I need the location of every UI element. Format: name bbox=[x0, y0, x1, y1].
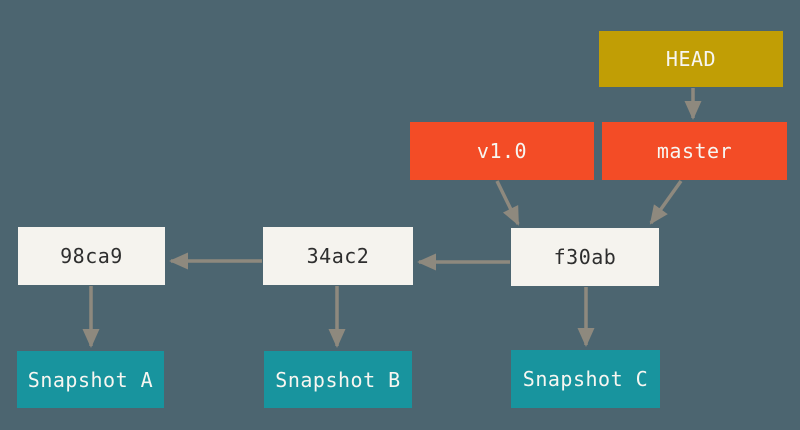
snapshot-box-c: Snapshot C bbox=[511, 350, 660, 408]
branch-box-master: master bbox=[602, 122, 787, 180]
commit-label-f30ab: f30ab bbox=[553, 245, 617, 269]
snapshot-label-c: Snapshot C bbox=[522, 367, 649, 391]
tag-label-v1-0: v1.0 bbox=[476, 139, 528, 163]
snapshot-label-b: Snapshot B bbox=[275, 367, 401, 392]
commit-box-f30ab: f30ab bbox=[511, 228, 659, 286]
commit-label-98ca9: 98ca9 bbox=[60, 244, 123, 268]
commit-box-98ca9: 98ca9 bbox=[18, 227, 165, 285]
tag-box-v1-0: v1.0 bbox=[410, 122, 594, 180]
snapshot-box-a: Snapshot A bbox=[17, 351, 164, 408]
arrow-v1-0-to-f30ab bbox=[495, 180, 520, 226]
head-pointer-label: HEAD bbox=[665, 47, 717, 71]
commit-label-34ac2: 34ac2 bbox=[306, 244, 370, 268]
commit-box-34ac2: 34ac2 bbox=[263, 227, 413, 285]
head-pointer-box: HEAD bbox=[599, 31, 783, 87]
snapshot-box-b: Snapshot B bbox=[264, 351, 412, 408]
snapshot-label-a: Snapshot A bbox=[27, 367, 154, 392]
branch-label-master: master bbox=[656, 139, 733, 163]
arrow-master-to-f30ab bbox=[649, 179, 683, 225]
